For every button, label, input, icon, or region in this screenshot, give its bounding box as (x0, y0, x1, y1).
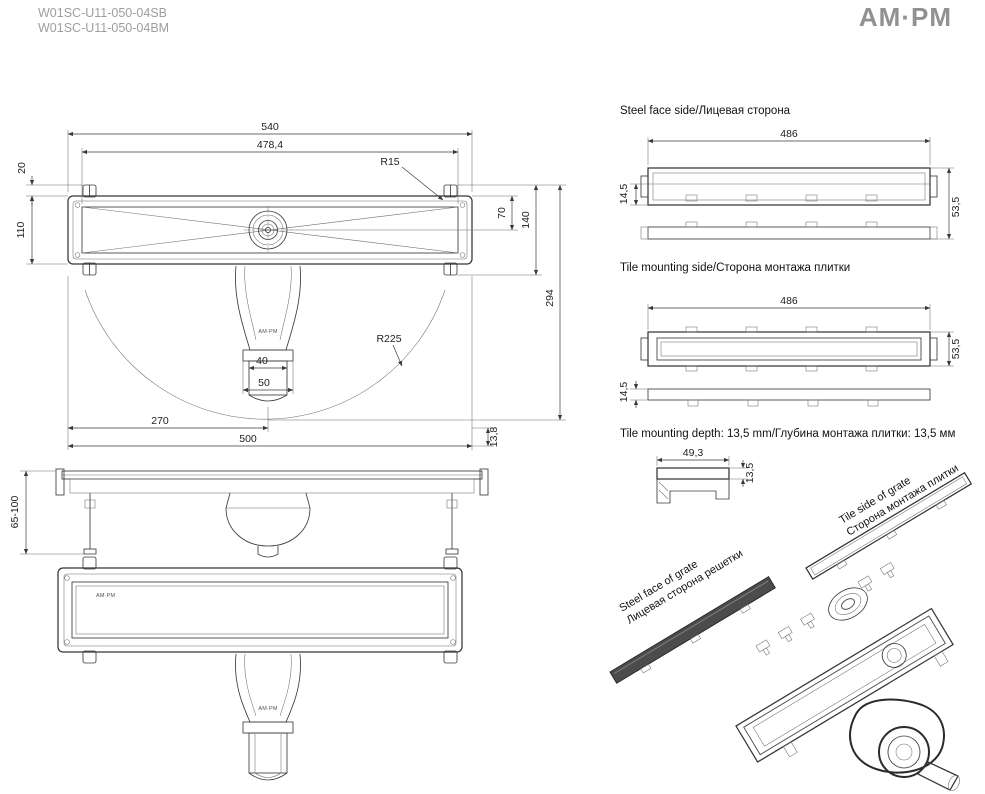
corner-screw-holes-2 (64, 575, 456, 645)
dim-110: 110 (15, 195, 68, 265)
product-codes: W01SC-U11-050-04SB W01SC-U11-050-04BM (38, 6, 169, 36)
siphon-plan: AM·PM (235, 265, 301, 402)
dim-r15-text: R15 (380, 156, 399, 168)
dim-65-100: 65-100 (9, 470, 96, 555)
mounting-tabs (82, 184, 458, 276)
tabs-tile-bar (685, 326, 878, 372)
tile-mounting-view: Tile mounting side/Сторона монтажа плитк… (618, 262, 962, 408)
iso-trap (849, 698, 960, 791)
dim-270-text: 270 (151, 415, 169, 427)
dim-53-5-steel: 53,5 (930, 167, 962, 240)
dim-70: 70 (290, 195, 518, 231)
iso-outlet-pipe (917, 761, 959, 791)
dim-486-tile: 486 (647, 295, 931, 330)
dim-294: 294 (268, 184, 566, 421)
dim-14-5-tile-text: 14,5 (618, 382, 630, 403)
corner-screw-holes (74, 202, 466, 258)
iso-label-tile-side: Tile side of grate Сторона монтажа плитк… (837, 462, 960, 538)
clip-slots-steel (685, 194, 878, 202)
side-elevation-view: 65-100 (9, 468, 489, 558)
dim-540: 540 (67, 121, 473, 192)
dim-70-text: 70 (496, 207, 508, 219)
dim-478-4: 478,4 (81, 139, 459, 204)
dim-14-5-steel: 14,5 (618, 184, 648, 206)
dim-20: 20 (16, 162, 83, 205)
dim-140: 140 (457, 184, 566, 276)
dim-14-5-steel-text: 14,5 (618, 184, 630, 205)
iso-mounting-clips-1 (755, 612, 815, 656)
iso-drain-seal (828, 587, 868, 621)
plan-view: AM·PM 540 478,4 R15 (15, 121, 566, 450)
dim-110-text: 110 (15, 221, 27, 238)
tile-depth-title: Tile mounting depth: 13,5 mm/Глубина мон… (620, 428, 955, 440)
siphon-front: AM·PM (235, 653, 301, 781)
brand-logo: AM·PM (858, 2, 952, 32)
steel-face-view: Steel face side/Лицевая сторона 486 14,5 (618, 105, 962, 240)
iso-channel-body (735, 607, 954, 763)
iso-exploded-view: Tile side of grate Сторона монтажа плитк… (609, 462, 973, 791)
dim-270: 270 (67, 276, 269, 450)
drain-outlet-plan (244, 206, 292, 254)
dim-13-5: 13,5 (729, 460, 756, 487)
dim-r225-text: R225 (376, 333, 401, 345)
dim-486-steel-text: 486 (780, 128, 798, 140)
dim-486-tile-text: 486 (780, 295, 798, 307)
dim-13-8-text: 13,8 (488, 427, 500, 448)
clips-tile-edge (687, 399, 879, 407)
product-code-1: W01SC-U11-050-04SB (38, 6, 167, 20)
dim-49-3-text: 49,3 (683, 447, 704, 459)
adjustable-feet (83, 493, 459, 555)
dim-500: 500 (67, 276, 473, 450)
clip-marks-steel-edge (640, 221, 938, 240)
dim-65-100-text: 65-100 (9, 495, 21, 528)
siphon-front-logo: AM·PM (258, 706, 278, 712)
dim-49-3: 49,3 (656, 447, 730, 466)
dim-14-5-tile: 14,5 (618, 381, 648, 408)
dim-53-5-steel-text: 53,5 (950, 197, 962, 218)
dim-478-text: 478,4 (257, 139, 283, 151)
dim-40: 40 (248, 355, 288, 371)
iso-mounting-clips-2 (857, 562, 895, 592)
siphon-side (225, 492, 311, 558)
iso-grate-tile-side (805, 471, 973, 581)
dim-50: 50 (242, 361, 294, 394)
dim-294-text: 294 (544, 289, 556, 307)
iso-grate-steel-face (609, 576, 776, 684)
dim-13-5-text: 13,5 (744, 463, 756, 484)
dim-500-text: 500 (239, 433, 257, 445)
tile-depth-view: Tile mounting depth: 13,5 mm/Глубина мон… (620, 428, 955, 504)
dim-53-5-tile: 53,5 (930, 331, 962, 367)
dim-53-5-tile-text: 53,5 (950, 339, 962, 360)
steel-face-title: Steel face side/Лицевая сторона (620, 105, 791, 117)
dim-13-8: 13,8 (472, 427, 500, 448)
dim-r15: R15 (380, 156, 444, 201)
grate-logo: AM·PM (96, 593, 116, 599)
mounting-tabs-bottom-view (82, 556, 458, 664)
dim-50-text: 50 (258, 377, 270, 389)
dim-140-text: 140 (520, 211, 532, 229)
dim-40-text: 40 (256, 355, 268, 367)
tile-side-title: Tile mounting side/Сторона монтажа плитк… (620, 262, 850, 274)
dim-486-steel: 486 (647, 128, 931, 165)
grate-plan-view: AM·PM AM·PM (57, 556, 463, 781)
product-code-2: W01SC-U11-050-04BM (38, 21, 170, 35)
dim-540-text: 540 (261, 121, 279, 133)
siphon-logo: AM·PM (258, 329, 278, 335)
dim-20-text: 20 (16, 162, 28, 174)
